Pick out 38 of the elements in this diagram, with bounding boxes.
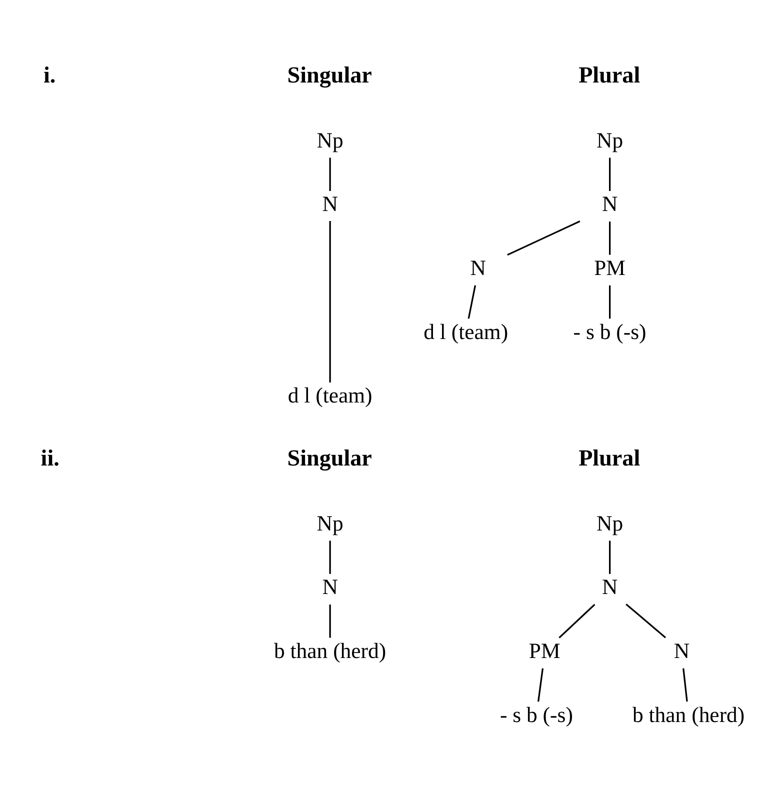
node-text: Np <box>596 128 624 152</box>
connector <box>468 284 476 318</box>
connector <box>608 157 611 190</box>
label: Singular <box>287 61 372 88</box>
node-text: Np <box>596 510 624 535</box>
node-text: N <box>322 574 338 599</box>
connector <box>329 157 331 190</box>
connector <box>507 220 580 256</box>
node-text: N <box>674 638 690 662</box>
connector <box>626 603 666 638</box>
connector <box>329 220 331 382</box>
label: Singular <box>287 444 372 470</box>
node-text: N <box>470 256 486 280</box>
connector <box>682 668 688 702</box>
label: i. <box>44 61 56 88</box>
node-text: b than (herd) <box>632 702 745 726</box>
connector <box>608 540 611 574</box>
label: Plural <box>578 444 640 470</box>
connector <box>329 540 331 574</box>
node-text: d l (team) <box>424 319 508 344</box>
connector <box>537 668 544 702</box>
node-text: Np <box>316 128 344 152</box>
connector <box>558 603 596 638</box>
node-text: PM <box>528 638 560 662</box>
connector <box>608 221 611 254</box>
node-text: PM <box>594 256 626 280</box>
connector <box>329 604 331 638</box>
node-text: - s b (-s) <box>500 702 573 726</box>
node-text: b than (herd) <box>274 638 386 662</box>
node-text: Np <box>316 510 344 535</box>
label: Plural <box>578 61 640 88</box>
node-text: N <box>322 192 338 216</box>
node-text: N <box>602 192 618 216</box>
connector <box>608 284 611 318</box>
node-text: d l (team) <box>288 383 372 408</box>
node-text: - s b (-s) <box>573 319 646 344</box>
node-text: N <box>602 574 618 599</box>
label: ii. <box>40 444 60 470</box>
